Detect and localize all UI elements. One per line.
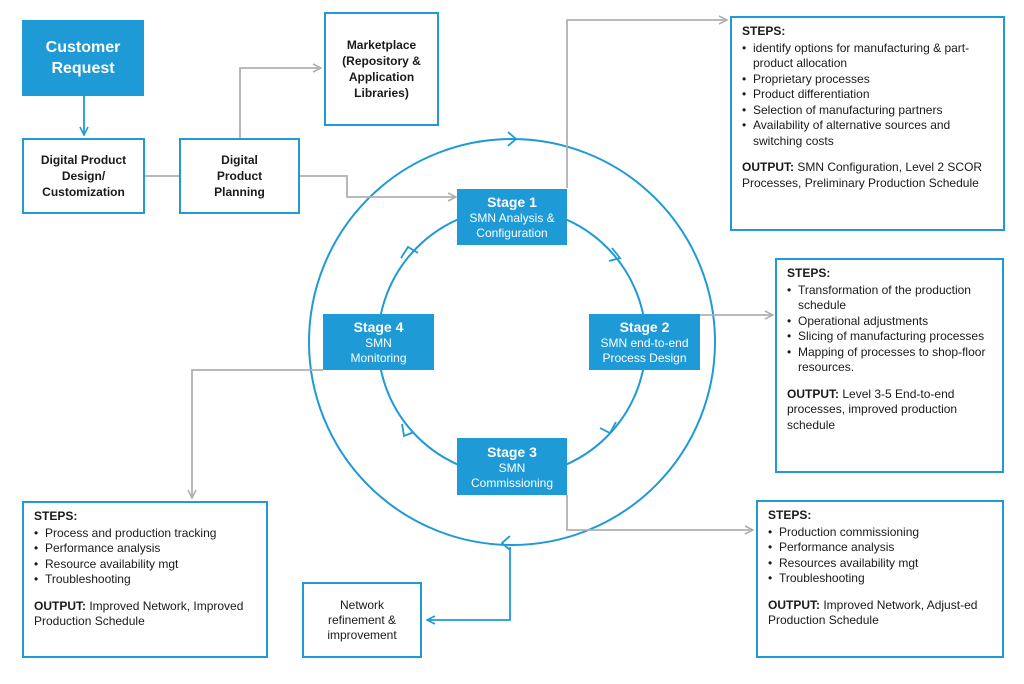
stage4-line: Monitoring [350, 351, 407, 365]
stage3-line: Commissioning [470, 475, 554, 490]
stage1-title: Stage 1 [487, 194, 537, 210]
stage3-steps-list: Production commissioning Performance ana… [768, 525, 992, 587]
list-item: Slicing of manufacturing processes [787, 329, 992, 345]
list-item: Product differentiation [742, 87, 993, 103]
cycle-arrowheads [400, 131, 622, 551]
stage4-to-steps-arrow [192, 369, 323, 498]
list-item: Resources availability mgt [768, 556, 992, 572]
stage2-title: Stage 2 [619, 319, 670, 335]
list-item: Performance analysis [768, 540, 992, 556]
stage3-title: Stage 3 [487, 443, 537, 460]
stage3-to-steps-arrow [566, 495, 753, 530]
stage1-output-text: SMN Configuration, Level 2 SCOR Processe… [742, 160, 983, 190]
list-item: Operational adjustments [787, 314, 992, 330]
refinement-line: refinement & [327, 612, 397, 627]
marketplace-line: Application [348, 70, 415, 84]
list-item: Selection of manufacturing partners [742, 103, 993, 119]
list-item: Performance analysis [34, 541, 256, 557]
planning-to-marketplace-arrow [239, 68, 321, 138]
stage4-title: Stage 4 [353, 319, 404, 335]
planning-box-line: Digital [221, 153, 258, 167]
stage1-output: OUTPUT: SMN Configuration, Level 2 SCOR … [742, 160, 993, 191]
customer-request-box: Customer Request [22, 20, 144, 96]
stage1-to-steps-arrow [566, 20, 727, 188]
outer-cycle-circle [308, 138, 716, 546]
list-item: Troubleshooting [768, 571, 992, 587]
stage3-output-text: Improved Network, Adjust-ed Production S… [768, 597, 978, 628]
stage1-box: Stage 1 SMN Analysis & Configuration [457, 189, 567, 245]
digital-product-planning-box: Digital Product Planning [179, 138, 300, 214]
refinement-line: Network [339, 597, 384, 612]
stage2-line: SMN end-to-end [600, 336, 689, 350]
stage4-steps-list: Process and production tracking Performa… [34, 526, 256, 588]
refinement-link [427, 547, 511, 620]
stage4-output-text: Improved Network, Improved Production Sc… [34, 598, 244, 629]
output-label: OUTPUT: [768, 597, 820, 612]
stage1-line: Configuration [476, 226, 548, 240]
planning-box-line: Planning [214, 185, 265, 199]
stage2-line: Process Design [602, 351, 687, 365]
stage3-steps-box: STEPS: Production commissioning Performa… [756, 500, 1004, 658]
marketplace-line: (Repository & [342, 54, 421, 68]
steps-header: STEPS: [34, 509, 78, 523]
list-item: identify options for manufacturing & par… [742, 41, 993, 72]
list-item: Process and production tracking [34, 526, 256, 542]
stage1-line: SMN Analysis & [469, 211, 555, 225]
stage3-output: OUTPUT: Improved Network, Adjust-ed Prod… [768, 598, 992, 629]
stage4-box: Stage 4 SMN Monitoring [323, 314, 434, 370]
planning-to-stage1-arrow [300, 175, 456, 197]
planning-box-line: Product [216, 169, 263, 183]
output-label: OUTPUT: [787, 386, 839, 401]
steps-header: STEPS: [742, 24, 786, 38]
stage1-steps-list: identify options for manufacturing & par… [742, 41, 993, 150]
stage2-steps-box: STEPS: Transformation of the production … [775, 258, 1004, 473]
stage2-steps-list: Transformation of the production schedul… [787, 283, 992, 376]
network-refinement-box: Network refinement & improvement [302, 582, 422, 658]
steps-header: STEPS: [768, 508, 812, 522]
stage3-box: Stage 3 SMN Commissioning [457, 438, 567, 495]
stage3-line: SMN [498, 460, 526, 475]
marketplace-line: Libraries) [354, 86, 409, 100]
stage4-output: OUTPUT: Improved Network, Improved Produ… [34, 599, 256, 630]
stage4-line: SMN [365, 336, 392, 350]
refinement-line: improvement [327, 627, 397, 642]
list-item: Troubleshooting [34, 572, 256, 588]
list-item: Availability of alternative sources and … [742, 118, 993, 149]
output-label: OUTPUT: [742, 160, 794, 174]
stage2-output-text: Level 3-5 End-to-end processes, improved… [787, 386, 958, 432]
customer-request-line: Request [51, 60, 115, 77]
stage4-steps-box: STEPS: Process and production tracking P… [22, 501, 268, 658]
list-item: Proprietary processes [742, 72, 993, 88]
marketplace-line: Marketplace [346, 38, 417, 52]
stage2-box: Stage 2 SMN end-to-end Process Design [589, 314, 700, 370]
design-box-line: Digital Product [40, 153, 127, 167]
customer-request-line: Customer [45, 39, 121, 56]
output-label: OUTPUT: [34, 598, 86, 613]
list-item: Mapping of processes to shop-floor resou… [787, 345, 992, 376]
stage1-steps-box: STEPS: identify options for manufacturin… [730, 16, 1005, 231]
steps-header: STEPS: [787, 266, 831, 280]
marketplace-box: Marketplace (Repository & Application Li… [324, 12, 439, 126]
list-item: Production commissioning [768, 525, 992, 541]
list-item: Transformation of the production schedul… [787, 283, 992, 314]
stage2-output: OUTPUT: Level 3-5 End-to-end processes, … [787, 387, 992, 434]
digital-product-design-box: Digital Product Design/ Customization [22, 138, 145, 214]
design-box-line: Design/ [61, 169, 106, 183]
design-box-line: Customization [42, 185, 125, 199]
list-item: Resource availability mgt [34, 557, 256, 573]
